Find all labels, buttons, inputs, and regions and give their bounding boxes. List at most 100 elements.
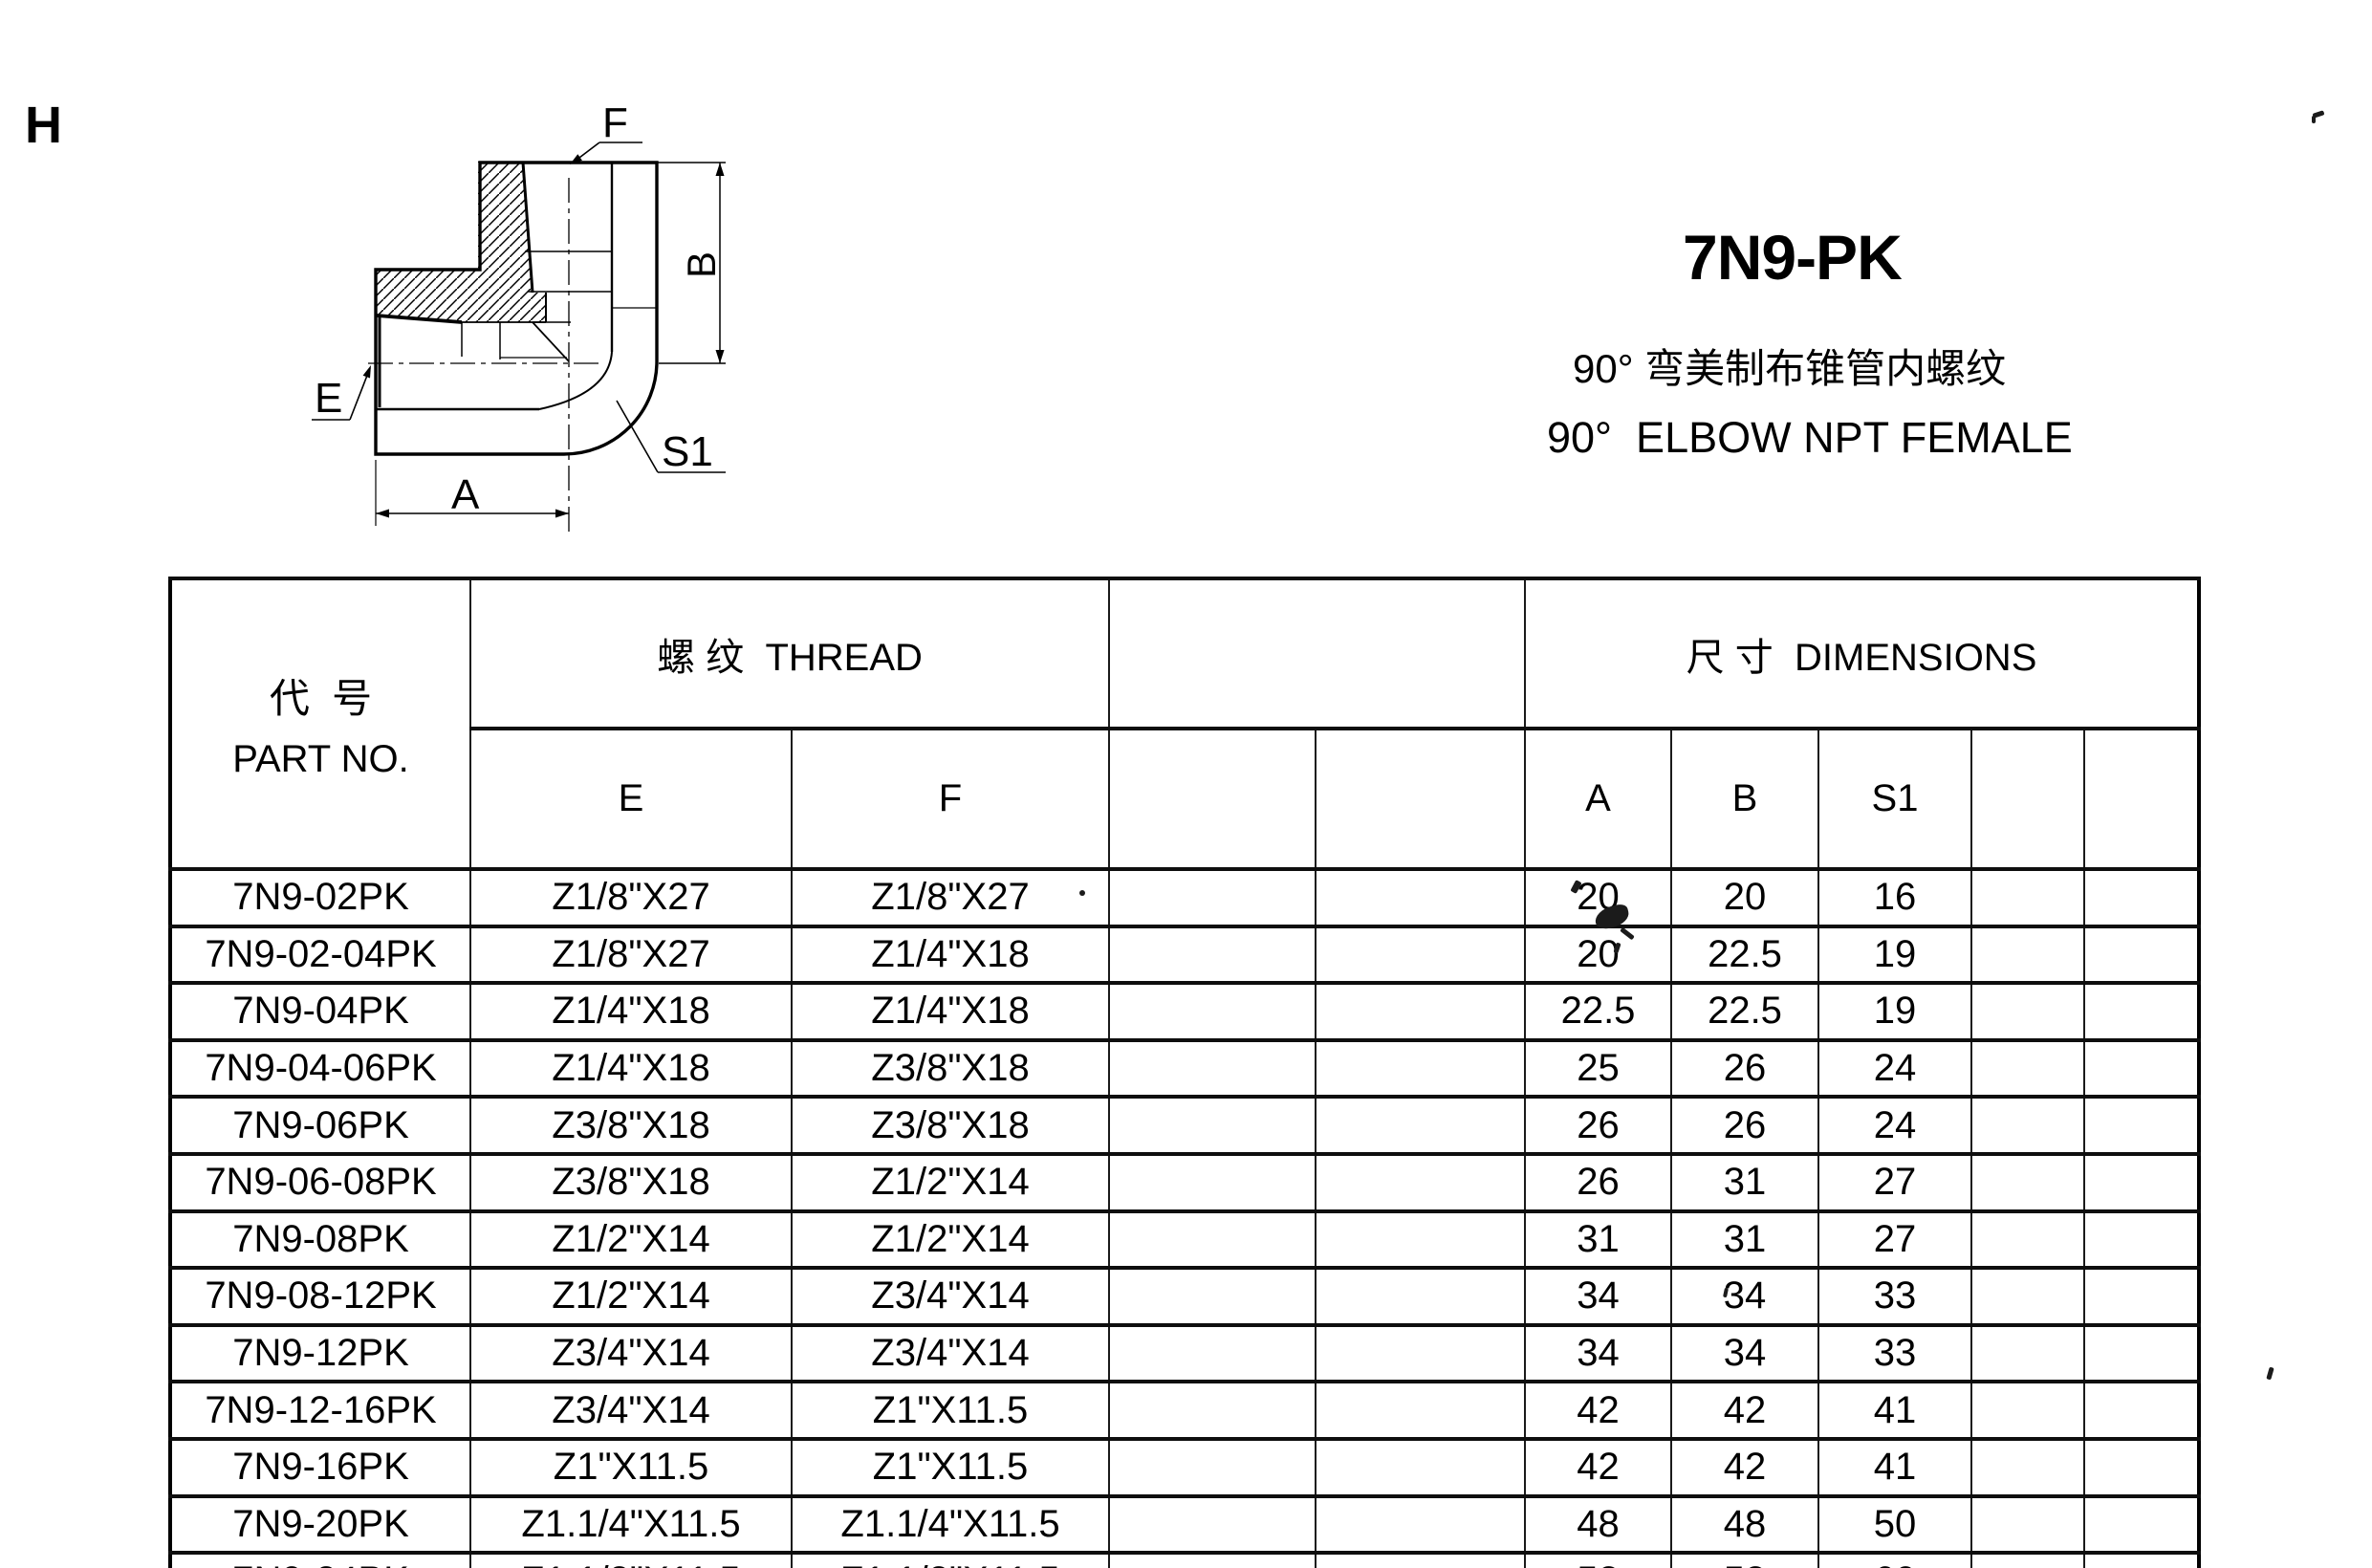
table-cell: 20 bbox=[1670, 867, 1820, 928]
table-cell bbox=[1970, 1151, 2086, 1213]
hatch-left-port-wall bbox=[376, 270, 478, 322]
table-cell: 7N9-24PK bbox=[169, 1551, 471, 1568]
table-cell: 42 bbox=[1670, 1436, 1820, 1498]
table-cell: Z3/4"X14 bbox=[790, 1266, 1111, 1327]
table-cell bbox=[2083, 1436, 2201, 1498]
table-cell: 7N9-04PK bbox=[169, 981, 471, 1042]
table-cell bbox=[1315, 1551, 1527, 1568]
table-cell: 22.5 bbox=[1670, 981, 1820, 1042]
table-cell: 7N9-12-16PK bbox=[169, 1380, 471, 1441]
table-cell: Z1/2"X14 bbox=[469, 1209, 793, 1271]
elbow-section-drawing: B A F E S1 bbox=[312, 99, 726, 537]
table-cell: 34 bbox=[1670, 1266, 1820, 1327]
table-cell bbox=[1315, 1493, 1527, 1556]
table-cell bbox=[2083, 1266, 2201, 1327]
part-model-title: 7N9-PK bbox=[1683, 222, 1903, 293]
table-cell: Z3/8"X18 bbox=[790, 1037, 1111, 1100]
subtitle-chinese: 90° 弯美制布锥管内螺纹 bbox=[1573, 346, 2007, 391]
table-cell bbox=[1970, 1266, 2086, 1327]
table-cell bbox=[1970, 867, 2086, 928]
table-cell bbox=[1970, 981, 2086, 1042]
table-cell bbox=[1970, 1436, 2086, 1498]
table-cell: Z1"X11.5 bbox=[790, 1380, 1111, 1441]
table-cell: 53 bbox=[1670, 1551, 1820, 1568]
table-cell: 7N9-08PK bbox=[169, 1209, 471, 1271]
table-cell: 7N9-02-04PK bbox=[169, 924, 471, 986]
table-cell bbox=[1108, 1380, 1317, 1441]
table-cell: 31 bbox=[1670, 1209, 1820, 1271]
table-cell: 26 bbox=[1670, 1037, 1820, 1100]
table-cell: Z1/4"X18 bbox=[790, 981, 1111, 1042]
table-cell: 50 bbox=[1817, 1493, 1973, 1556]
table-cell: Z1.1/2"X11.5 bbox=[790, 1551, 1111, 1568]
table-cell: Z1/8"X27 bbox=[469, 924, 793, 986]
table-cell bbox=[1970, 1037, 2086, 1100]
table-cell: 19 bbox=[1817, 924, 1973, 986]
table-cell bbox=[1970, 1551, 2086, 1568]
col-header-blank-2 bbox=[1315, 727, 1527, 871]
table-cell: 41 bbox=[1817, 1436, 1973, 1498]
table-cell bbox=[1970, 1493, 2086, 1556]
table-cell bbox=[1315, 867, 1527, 928]
table-cell bbox=[1315, 981, 1527, 1042]
table-cell bbox=[1970, 1209, 2086, 1271]
table-cell bbox=[2083, 1551, 2201, 1568]
table-cell: 7N9-02PK bbox=[169, 867, 471, 928]
table-cell: Z3/8"X18 bbox=[790, 1095, 1111, 1156]
table-cell: Z3/4"X14 bbox=[469, 1380, 793, 1441]
table-cell: 7N9-20PK bbox=[169, 1493, 471, 1556]
table-cell bbox=[1108, 1095, 1317, 1156]
table-cell bbox=[1108, 1266, 1317, 1327]
table-cell: 34 bbox=[1670, 1322, 1820, 1384]
part-no-header-en: PART NO. bbox=[232, 738, 409, 780]
col-header-b: B bbox=[1670, 727, 1820, 871]
table-cell: 31 bbox=[1524, 1209, 1673, 1271]
table-cell bbox=[1108, 1037, 1317, 1100]
part-no-header-zh: 代 号 bbox=[269, 676, 373, 721]
table-cell: Z1/4"X18 bbox=[469, 981, 793, 1042]
table-cell: Z1/2"X14 bbox=[469, 1266, 793, 1327]
table-cell: 24 bbox=[1817, 1037, 1973, 1100]
inner-elbow-arc bbox=[538, 351, 613, 410]
table-cell bbox=[1108, 1493, 1317, 1556]
table-cell bbox=[1315, 924, 1527, 986]
table-cell: 27 bbox=[1817, 1209, 1973, 1271]
table-cell: Z3/8"X18 bbox=[469, 1151, 793, 1213]
table-cell: Z1/4"X18 bbox=[790, 924, 1111, 986]
dimensions-group-header: 尺 寸 DIMENSIONS bbox=[1524, 576, 2201, 731]
table-cell: 7N9-06-08PK bbox=[169, 1151, 471, 1213]
col-header-blank-4 bbox=[2083, 727, 2201, 871]
table-cell bbox=[2083, 867, 2201, 928]
dim-label-s1: S1 bbox=[662, 428, 713, 475]
table-cell: 24 bbox=[1817, 1095, 1973, 1156]
scan-artifact bbox=[1079, 890, 1085, 896]
col-header-e: E bbox=[469, 727, 793, 871]
table-cell: 34 bbox=[1524, 1266, 1673, 1327]
subtitle-english: 90° ELBOW NPT FEMALE bbox=[1547, 413, 2073, 462]
table-cell bbox=[1970, 1095, 2086, 1156]
table-cell: Z1.1/2"X11.5 bbox=[469, 1551, 793, 1568]
table-cell bbox=[2083, 981, 2201, 1042]
table-cell: 26 bbox=[1524, 1095, 1673, 1156]
scan-artifact bbox=[2266, 1366, 2274, 1381]
table-cell bbox=[1970, 924, 2086, 986]
table-cell bbox=[1108, 1322, 1317, 1384]
table-cell bbox=[1315, 1037, 1527, 1100]
table-cell: Z1/4"X18 bbox=[469, 1037, 793, 1100]
table-cell: 7N9-12PK bbox=[169, 1322, 471, 1384]
table-cell: Z1/8"X27 bbox=[790, 867, 1111, 928]
table-cell: 31 bbox=[1670, 1151, 1820, 1213]
table-cell bbox=[1108, 981, 1317, 1042]
table-cell bbox=[1108, 1436, 1317, 1498]
table-cell bbox=[1315, 1322, 1527, 1384]
table-cell: Z1"X11.5 bbox=[790, 1436, 1111, 1498]
table-cell: 53 bbox=[1524, 1551, 1673, 1568]
col-header-s1: S1 bbox=[1817, 727, 1973, 871]
table-cell: 26 bbox=[1524, 1151, 1673, 1213]
table-cell: 34 bbox=[1524, 1322, 1673, 1384]
table-cell bbox=[2083, 1151, 2201, 1213]
table-cell: Z1.1/4"X11.5 bbox=[469, 1493, 793, 1556]
